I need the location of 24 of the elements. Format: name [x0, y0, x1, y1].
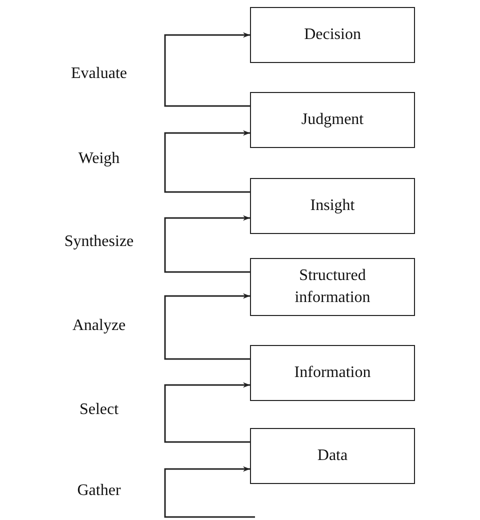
process-box — [250, 428, 415, 484]
process-box — [250, 7, 415, 63]
edge-label: Gather — [76, 482, 122, 500]
connector-arrow — [164, 293, 250, 360]
box-label: Insight — [309, 196, 356, 216]
box-label: Data — [316, 446, 349, 466]
edge-label: Select — [78, 401, 120, 419]
connector-arrow — [164, 382, 250, 443]
connector-arrow — [164, 32, 250, 107]
box-label: Structured information — [294, 266, 372, 308]
connector-arrow — [164, 215, 250, 273]
connector-arrow — [164, 466, 255, 518]
box-label: Information — [293, 363, 372, 384]
process-box — [250, 178, 415, 234]
edge-label: Weigh — [77, 150, 121, 168]
edge-label: Evaluate — [70, 65, 128, 83]
edge-label: Synthesize — [63, 233, 135, 251]
process-box — [250, 345, 415, 401]
connector-arrow — [164, 130, 250, 193]
process-box — [250, 92, 415, 148]
process-box — [250, 258, 415, 316]
edge-label: Analyze — [71, 317, 127, 335]
box-label: Judgment — [300, 110, 365, 130]
box-label: Decision — [303, 25, 362, 46]
